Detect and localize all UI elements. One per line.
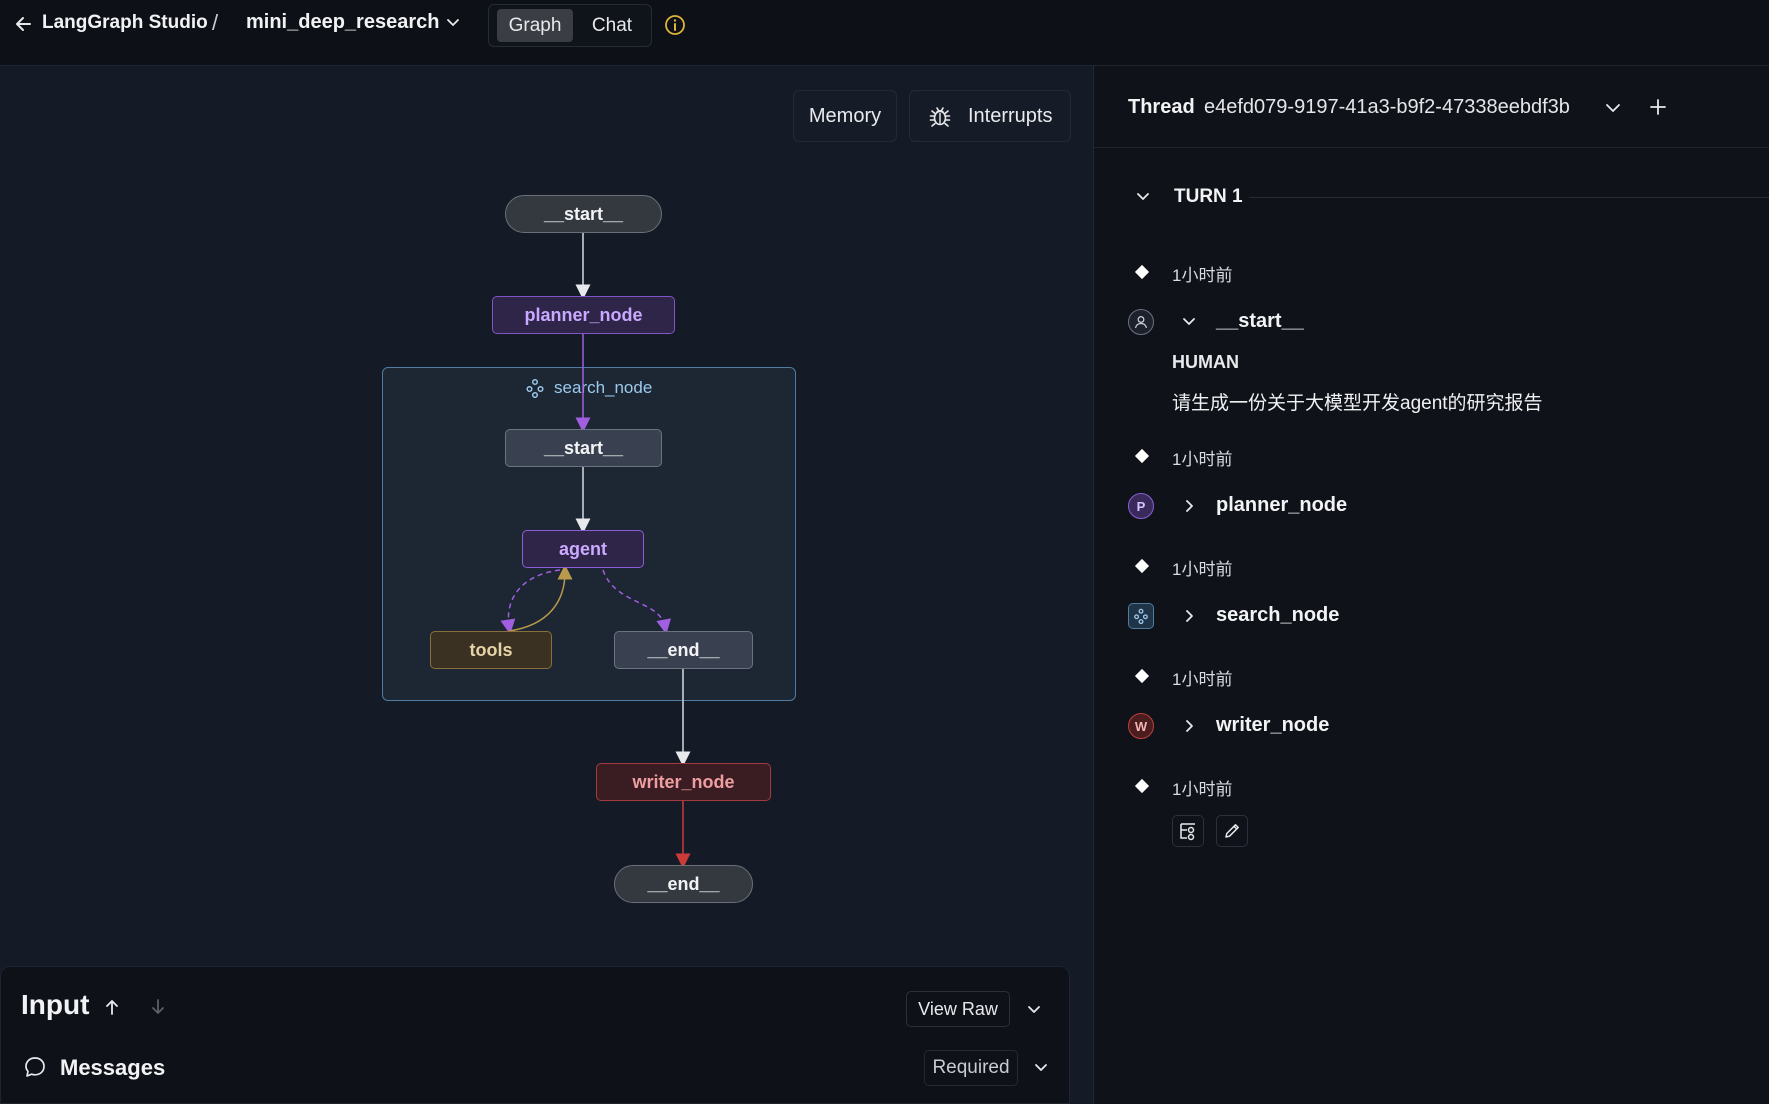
checkpoint-time: 1小时前 [1172,560,1233,579]
app-title[interactable]: LangGraph Studio [42,12,208,33]
user-icon [1134,316,1148,329]
checkpoint-marker[interactable] [1134,778,1150,794]
thread-header: Thread e4efd079-9197-41a3-b9f2-47338eebd… [1094,66,1769,148]
thread-id[interactable]: e4efd079-9197-41a3-b9f2-47338eebdf3b [1204,96,1570,118]
writer-avatar: W [1128,713,1154,739]
checkpoint-time: 1小时前 [1172,450,1233,469]
checkpoint-time: 1小时前 [1172,670,1233,689]
node-writer[interactable]: writer_node [596,763,771,801]
chevron-right-icon[interactable] [1180,607,1198,625]
step-name-search[interactable]: search_node [1216,604,1340,626]
node-planner[interactable]: planner_node [492,296,675,334]
edit-button[interactable] [1216,815,1248,847]
checkpoint-marker[interactable] [1134,668,1150,684]
input-panel: Input View Raw Messages Required [0,966,1070,1104]
info-icon[interactable] [664,14,686,36]
plus-icon[interactable] [1648,97,1668,117]
chevron-down-icon[interactable] [1180,313,1198,331]
fork-icon [1180,823,1195,841]
arrow-down-icon[interactable] [149,997,167,1017]
turn-label: TURN 1 [1174,186,1243,207]
chevron-down-icon[interactable] [1032,1059,1050,1077]
message-role: HUMAN [1172,352,1239,372]
input-title: Input [21,989,90,1020]
chevron-right-icon[interactable] [1180,497,1198,515]
interrupts-label: Interrupts [968,105,1053,127]
fork-button[interactable] [1172,815,1204,847]
breadcrumb-separator: / [212,10,219,35]
subgraph-label: search_node [554,378,653,397]
chevron-down-icon[interactable] [1025,1001,1043,1019]
turn-divider [1249,197,1769,198]
node-start[interactable]: __start__ [505,195,662,233]
tab-chat[interactable]: Chat [591,15,633,36]
checkpoint-time: 1小时前 [1172,780,1233,799]
interrupts-button[interactable]: Interrupts [909,90,1071,142]
subgraph-icon [526,378,544,398]
node-search-start[interactable]: __start__ [505,429,662,467]
step-name-start[interactable]: __start__ [1216,310,1304,332]
message-icon [25,1057,45,1077]
chevron-down-icon[interactable] [444,14,462,32]
node-search-end[interactable]: __end__ [614,631,753,669]
back-arrow-icon[interactable] [12,12,34,36]
subgraph-icon [1134,608,1148,624]
checkpoint-time: 1小时前 [1172,266,1233,285]
pencil-icon [1225,824,1239,838]
node-end[interactable]: __end__ [614,865,753,903]
bug-icon [929,107,951,127]
message-content: 请生成一份关于大模型开发agent的研究报告 [1172,393,1543,414]
checkpoint-marker[interactable] [1134,264,1150,280]
checkpoint-marker[interactable] [1134,448,1150,464]
chevron-down-icon[interactable] [1134,188,1152,206]
step-name-writer[interactable]: writer_node [1216,714,1330,736]
arrow-up-icon[interactable] [103,997,121,1017]
messages-label: Messages [60,1055,166,1080]
planner-avatar: P [1128,493,1154,519]
checkpoint-marker[interactable] [1134,558,1150,574]
memory-button[interactable]: Memory [793,90,897,142]
required-badge: Required [924,1050,1018,1086]
step-name-planner[interactable]: planner_node [1216,494,1348,516]
user-avatar [1128,309,1154,335]
view-raw-button[interactable]: View Raw [906,991,1010,1027]
thread-panel: Thread e4efd079-9197-41a3-b9f2-47338eebd… [1093,66,1769,1104]
subgraph-avatar [1128,603,1154,629]
project-name[interactable]: mini_deep_research [246,11,440,33]
chevron-down-icon[interactable] [1603,98,1623,118]
node-tools[interactable]: tools [430,631,552,669]
chevron-right-icon[interactable] [1180,717,1198,735]
view-toggle: Graph Chat [488,4,652,47]
node-agent[interactable]: agent [522,530,644,568]
tab-graph[interactable]: Graph [497,9,573,42]
thread-label: Thread [1128,96,1195,118]
top-bar: LangGraph Studio / mini_deep_research Gr… [0,0,1769,66]
